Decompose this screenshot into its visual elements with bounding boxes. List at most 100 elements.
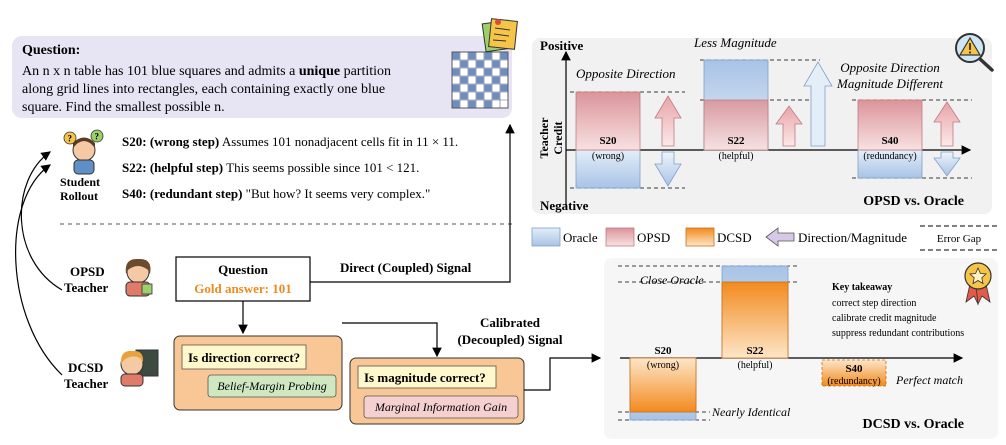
- legend: Oracle OPSD DCSD Direction/Magnitude Err…: [531, 225, 998, 251]
- opsd-panel-caption: OPSD vs. Oracle: [863, 194, 964, 209]
- question-heading: Question:: [22, 43, 80, 58]
- s40-label: S40: [881, 135, 899, 147]
- legend-error-gap-label: Error Gap: [937, 233, 982, 245]
- opsd-negative-label: Negative: [540, 198, 589, 213]
- ann-perfect-match: Perfect match: [895, 373, 963, 387]
- rollout-step-s40: S40: (redundant step) "But how? It seems…: [122, 186, 430, 201]
- s20-up-arrow: [654, 95, 682, 147]
- grid-blue-cell: [452, 100, 460, 108]
- grid-blue-cell: [484, 52, 492, 60]
- step-id: S22:: [122, 160, 147, 175]
- opsd-teacher-label-line1: OPSD: [70, 264, 105, 279]
- s40-down-arrow: [933, 151, 961, 177]
- step-id: S20:: [122, 134, 147, 149]
- grid-blue-cell: [484, 100, 492, 108]
- s22-label: S22: [727, 135, 745, 147]
- magnitude-probe-box: Is magnitude correct? Marginal Informati…: [349, 357, 525, 425]
- legend-dcsd-swatch: [685, 227, 715, 247]
- direct-signal-label: Direct (Coupled) Signal: [340, 260, 472, 275]
- dcsd-panel-background: [604, 258, 998, 439]
- legend-direction-label: Direction/Magnitude: [798, 230, 907, 245]
- legend-oracle-swatch: [531, 227, 561, 247]
- ann-opposite-magnitude-line2: Magnitude Different: [836, 76, 943, 91]
- direction-question: Is direction correct?: [188, 350, 300, 365]
- dcsd-s40-label: S40: [845, 363, 863, 375]
- grid-blue-cell: [468, 100, 476, 108]
- grid-blue-cell: [460, 92, 468, 100]
- grid-blue-cell: [500, 52, 508, 60]
- ann-close-oracle: Close Oracle: [640, 273, 704, 287]
- ann-opposite-magnitude-line1: Opposite Direction: [840, 60, 940, 75]
- legend-dcsd-label: DCSD: [717, 230, 752, 245]
- step-tag: (wrong step): [150, 134, 219, 149]
- legend-opsd-label: OPSD: [637, 230, 670, 245]
- grid-blue-cell: [460, 76, 468, 84]
- student-avatar: ? ?: [63, 129, 104, 175]
- dcsd-panel-caption: DCSD vs. Oracle: [863, 417, 965, 432]
- takeaway-item-2: calibrate credit magnitude: [832, 313, 937, 324]
- question-line-1-bold: unique: [299, 64, 340, 79]
- grid-blue-cell: [484, 84, 492, 92]
- dcsd-s22-dcsd-bar: [721, 281, 789, 359]
- gold-box-title: Question: [218, 262, 269, 277]
- grid-blue-cell: [476, 92, 484, 100]
- opsd-teacher-label-line2: Teacher: [64, 280, 109, 295]
- grid-blue-cell: [476, 60, 484, 68]
- opsd-teacher-avatar: [125, 258, 153, 297]
- grid-blue-cell: [468, 52, 476, 60]
- question-background: [12, 36, 512, 118]
- takeaway-item-3: suppress redundant contributions: [832, 328, 964, 339]
- dcsd-teacher-label-line1: DCSD: [68, 360, 103, 375]
- opsd-yaxis-line1: Teacher: [537, 117, 551, 159]
- rollout-step-s20: S20: (wrong step) Assumes 101 nonadjacen…: [122, 134, 458, 149]
- opsd-yaxis-line2: Credit: [551, 121, 565, 154]
- question-box: Question: An n x n table has 101 blue sq…: [12, 36, 512, 118]
- dcsd-s40-note: (redundancy): [827, 376, 880, 387]
- calibrated-signal-arrow: [524, 353, 602, 391]
- dcsd-teacher-label-line2: Teacher: [64, 376, 109, 391]
- s20-opsd-bar: [575, 91, 641, 151]
- grid-blue-cell: [500, 84, 508, 92]
- ann-opposite-direction: Opposite Direction: [576, 66, 676, 81]
- dcsd-s20-label: S20: [654, 345, 672, 357]
- question-mark-icon: ?: [68, 134, 73, 144]
- step-text: Assumes 101 nonadjacent cells fit in 11 …: [222, 134, 458, 149]
- opsd-positive-label: Positive: [540, 38, 584, 53]
- calibrated-signal-line2: (Decoupled) Signal: [457, 332, 562, 347]
- direction-probe-box: Is direction correct? Belief-Margin Prob…: [173, 335, 343, 411]
- step-text: "But how? It seems very complex.": [246, 186, 431, 201]
- grid-blue-cell: [452, 84, 460, 92]
- takeaway-item-1: correct step direction: [832, 298, 916, 309]
- legend-direction-arrow-icon: [765, 227, 795, 247]
- dcsd-s20-note: (wrong): [647, 360, 679, 371]
- takeaway-title: Key takeaway: [832, 282, 892, 293]
- s22-large-arrow: [803, 61, 833, 147]
- step-tag: (helpful step): [150, 160, 223, 175]
- rollout-step-s22: S22: (helpful step) This seems possible …: [122, 160, 419, 175]
- legend-opsd-swatch: [605, 227, 635, 247]
- s20-down-arrow: [654, 151, 682, 187]
- grid-blue-cell: [484, 68, 492, 76]
- legend-oracle-label: Oracle: [563, 230, 598, 245]
- rollout-steps: S20: (wrong step) Assumes 101 nonadjacen…: [122, 134, 458, 201]
- step-text: This seems possible since 101 < 121.: [226, 160, 419, 175]
- s40-opsd-bar: [857, 99, 923, 151]
- sticky-note-icon: [481, 18, 518, 53]
- s40-oracle-bar: [857, 149, 923, 179]
- question-line-3: square. Find the smallest possible n.: [22, 100, 225, 115]
- opsd-vs-oracle-panel: Positive Negative Teacher Credit S20 (wr…: [532, 35, 992, 214]
- dcsd-feedback-arrow: [15, 164, 63, 376]
- dcsd-vs-oracle-panel: S20 (wrong) Nearly Identical S22 (helpfu…: [604, 258, 998, 439]
- opsd-feedback-arrow: [20, 151, 63, 291]
- gold-answer: Gold answer: 101: [194, 281, 292, 296]
- direction-method: Belief-Margin Probing: [217, 379, 326, 393]
- grid-blue-cell: [500, 68, 508, 76]
- dcsd-teacher-avatar: [120, 349, 159, 387]
- s22-note: (helpful): [719, 151, 754, 162]
- question-line-1: An n x n table has 101 blue squares and …: [22, 64, 391, 79]
- dcsd-s22-label: S22: [746, 345, 764, 357]
- student-label-line2: Rollout: [60, 189, 98, 203]
- s20-oracle-bar: [575, 149, 641, 189]
- grid-blue-cell: [476, 76, 484, 84]
